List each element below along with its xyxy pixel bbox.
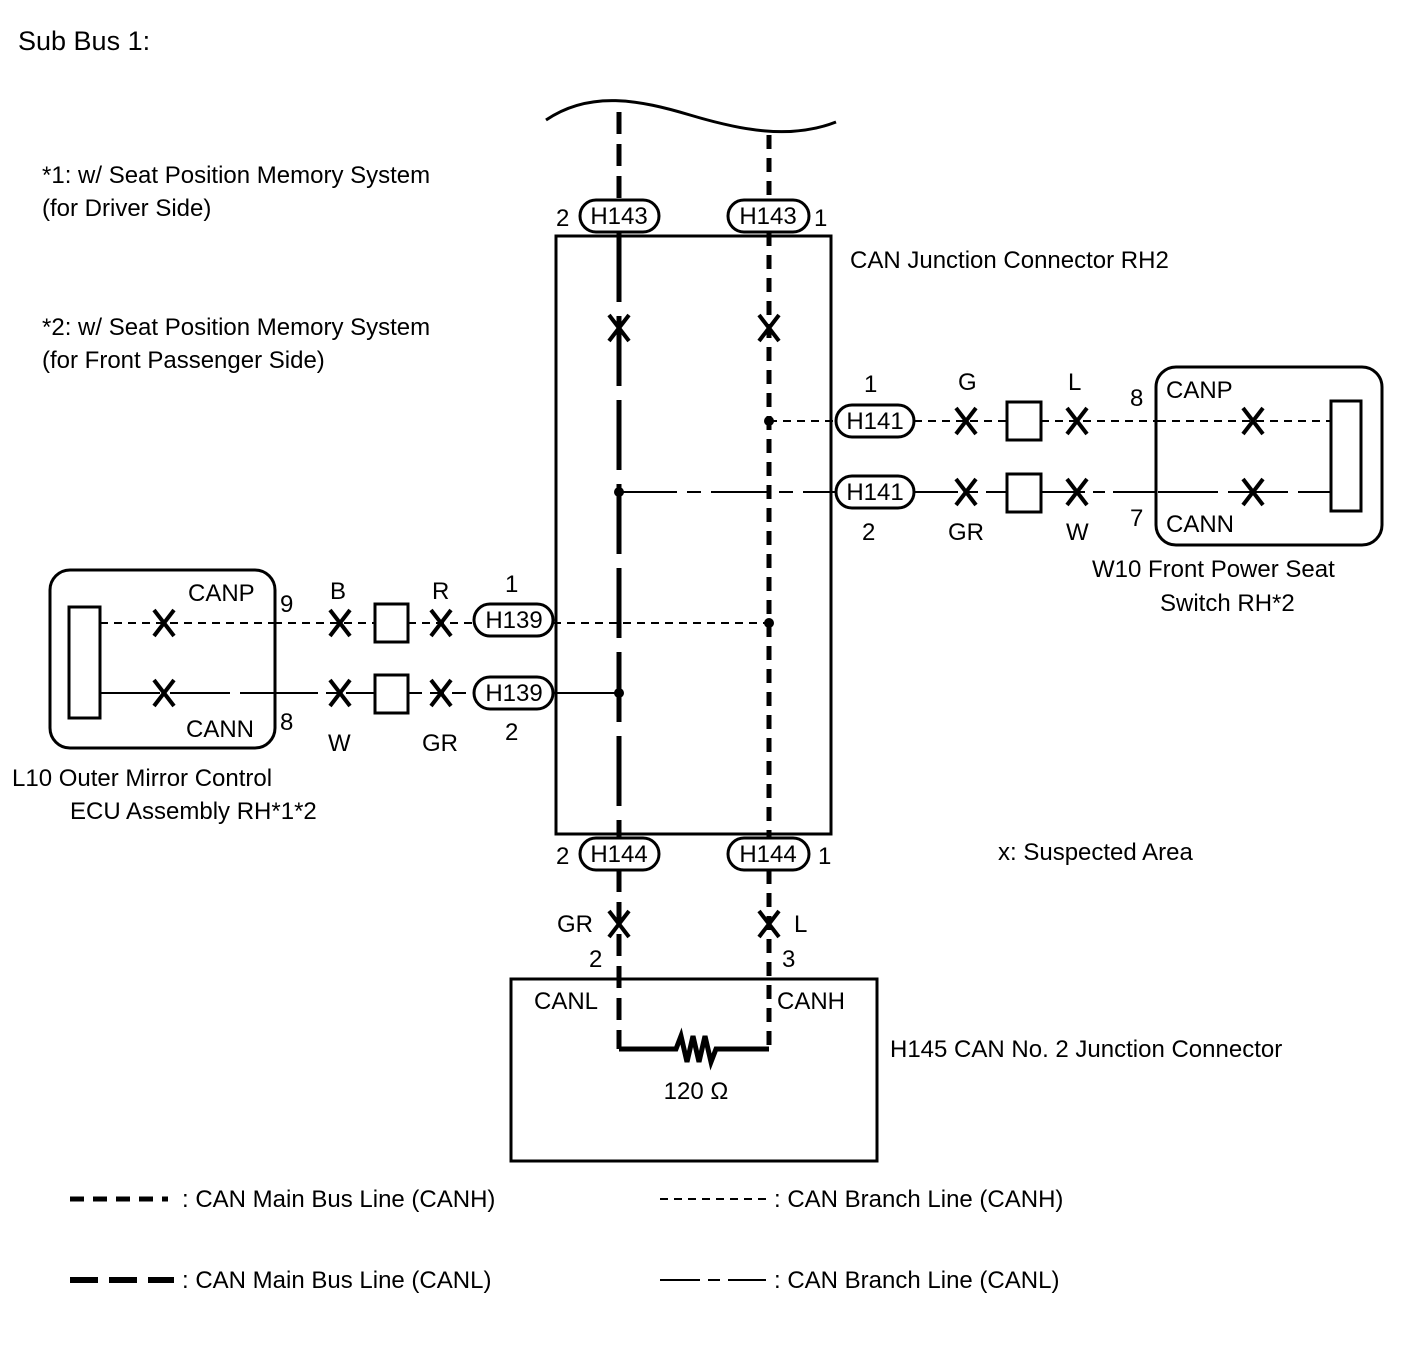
wire-color-label: GR [948,519,984,546]
legend-main-canh: : CAN Main Bus Line (CANH) [182,1186,495,1213]
wire-color-label: L [1068,369,1081,396]
wire-junction-box [373,602,410,644]
resistor-value: 120 Ω [664,1078,729,1105]
connector-h144-left-label: H144 [590,841,647,868]
connector-h139-bottom [472,675,555,711]
note-2-line-2: (for Front Passenger Side) [42,347,325,374]
connector-h141-bottom-label: H141 [846,479,903,506]
wire-junction-box [1005,400,1043,442]
wire-color-label: GR [422,730,458,757]
wire-color-label: R [432,578,449,605]
connector-h143-left [578,198,661,234]
junction-connector-h145-box [509,977,879,1163]
connector-h141-top-pin: 1 [864,371,877,398]
connector-h143-right [726,198,811,234]
legend-branch-canh: : CAN Branch Line (CANH) [774,1186,1063,1213]
connector-h139-top-label: H139 [485,607,542,634]
h145-canh: CANH [777,988,845,1015]
splice-point [614,688,624,698]
device-pin: 3 [782,946,795,973]
junction-connector-rh2-box [554,234,833,836]
device-l10-cann: CANN [186,716,254,743]
note-1-line-1: *1: w/ Seat Position Memory System [42,162,430,189]
wire-color-label: GR [557,911,593,938]
suspected-area-note: x: Suspected Area [998,839,1193,866]
device-pin: 2 [589,946,602,973]
connector-h141-bottom-pin: 2 [862,519,875,546]
splice-point [764,416,774,426]
junction-connector-h145-label: H145 CAN No. 2 Junction Connector [890,1036,1282,1063]
device-w10-cann: CANN [1166,511,1234,538]
connector-h139-top-pin: 1 [505,571,518,598]
wire-color-label: W [328,730,351,757]
device-w10-canp: CANP [1166,377,1233,404]
connector-h143-left-label: H143 [590,203,647,230]
device-l10-name-line-2: ECU Assembly RH*1*2 [70,798,317,825]
connector-h141-top-label: H141 [846,408,903,435]
suspected-mark [757,909,781,939]
connector-h143-right-pin: 1 [814,205,827,232]
connector-h143-right-label: H143 [739,203,796,230]
connector-h144-right-label: H144 [739,841,796,868]
wire-color-label: W [1066,519,1089,546]
splice-point [614,487,624,497]
note-2-line-1: *2: w/ Seat Position Memory System [42,314,430,341]
device-w10-box [1154,365,1384,547]
connector-h139-top [472,602,555,638]
terminating-resistor [619,1027,769,1071]
wire-color-label: G [958,369,977,396]
note-1-line-2: (for Driver Side) [42,195,211,222]
wire-junction-box [373,673,410,715]
device-w10-name-line-2: Switch RH*2 [1160,590,1295,617]
junction-connector-rh2-label: CAN Junction Connector RH2 [850,247,1169,274]
diagram-title: Sub Bus 1: [18,26,150,56]
device-l10-terminal [67,605,102,720]
connector-h139-bottom-label: H139 [485,680,542,707]
connector-h144-right-pin: 1 [818,843,831,870]
device-pin: 7 [1130,505,1143,532]
wire-color-label: L [794,911,807,938]
wire-color-label: B [330,578,346,605]
device-w10-terminal [1329,399,1363,513]
cable-break-line [545,99,837,134]
connector-h139-bottom-pin: 2 [505,719,518,746]
connector-h144-left-pin: 2 [556,843,569,870]
device-l10-name-line-1: L10 Outer Mirror Control [12,765,272,792]
device-pin: 8 [1130,385,1143,412]
connector-h144-right [726,836,811,872]
device-pin: 8 [280,709,293,736]
device-w10-name-line-1: W10 Front Power Seat [1092,556,1335,583]
wire-junction-box [1005,472,1043,514]
legend-main-canl: : CAN Main Bus Line (CANL) [182,1267,491,1294]
connector-h143-left-pin: 2 [556,205,569,232]
device-l10-box [48,568,277,750]
device-l10-canp: CANP [188,580,255,607]
device-pin: 9 [280,591,293,618]
splice-point [764,618,774,628]
h145-canl: CANL [534,988,598,1015]
suspected-mark [429,608,453,638]
legend-branch-canl: : CAN Branch Line (CANL) [774,1267,1059,1294]
connector-h144-left [578,836,661,872]
